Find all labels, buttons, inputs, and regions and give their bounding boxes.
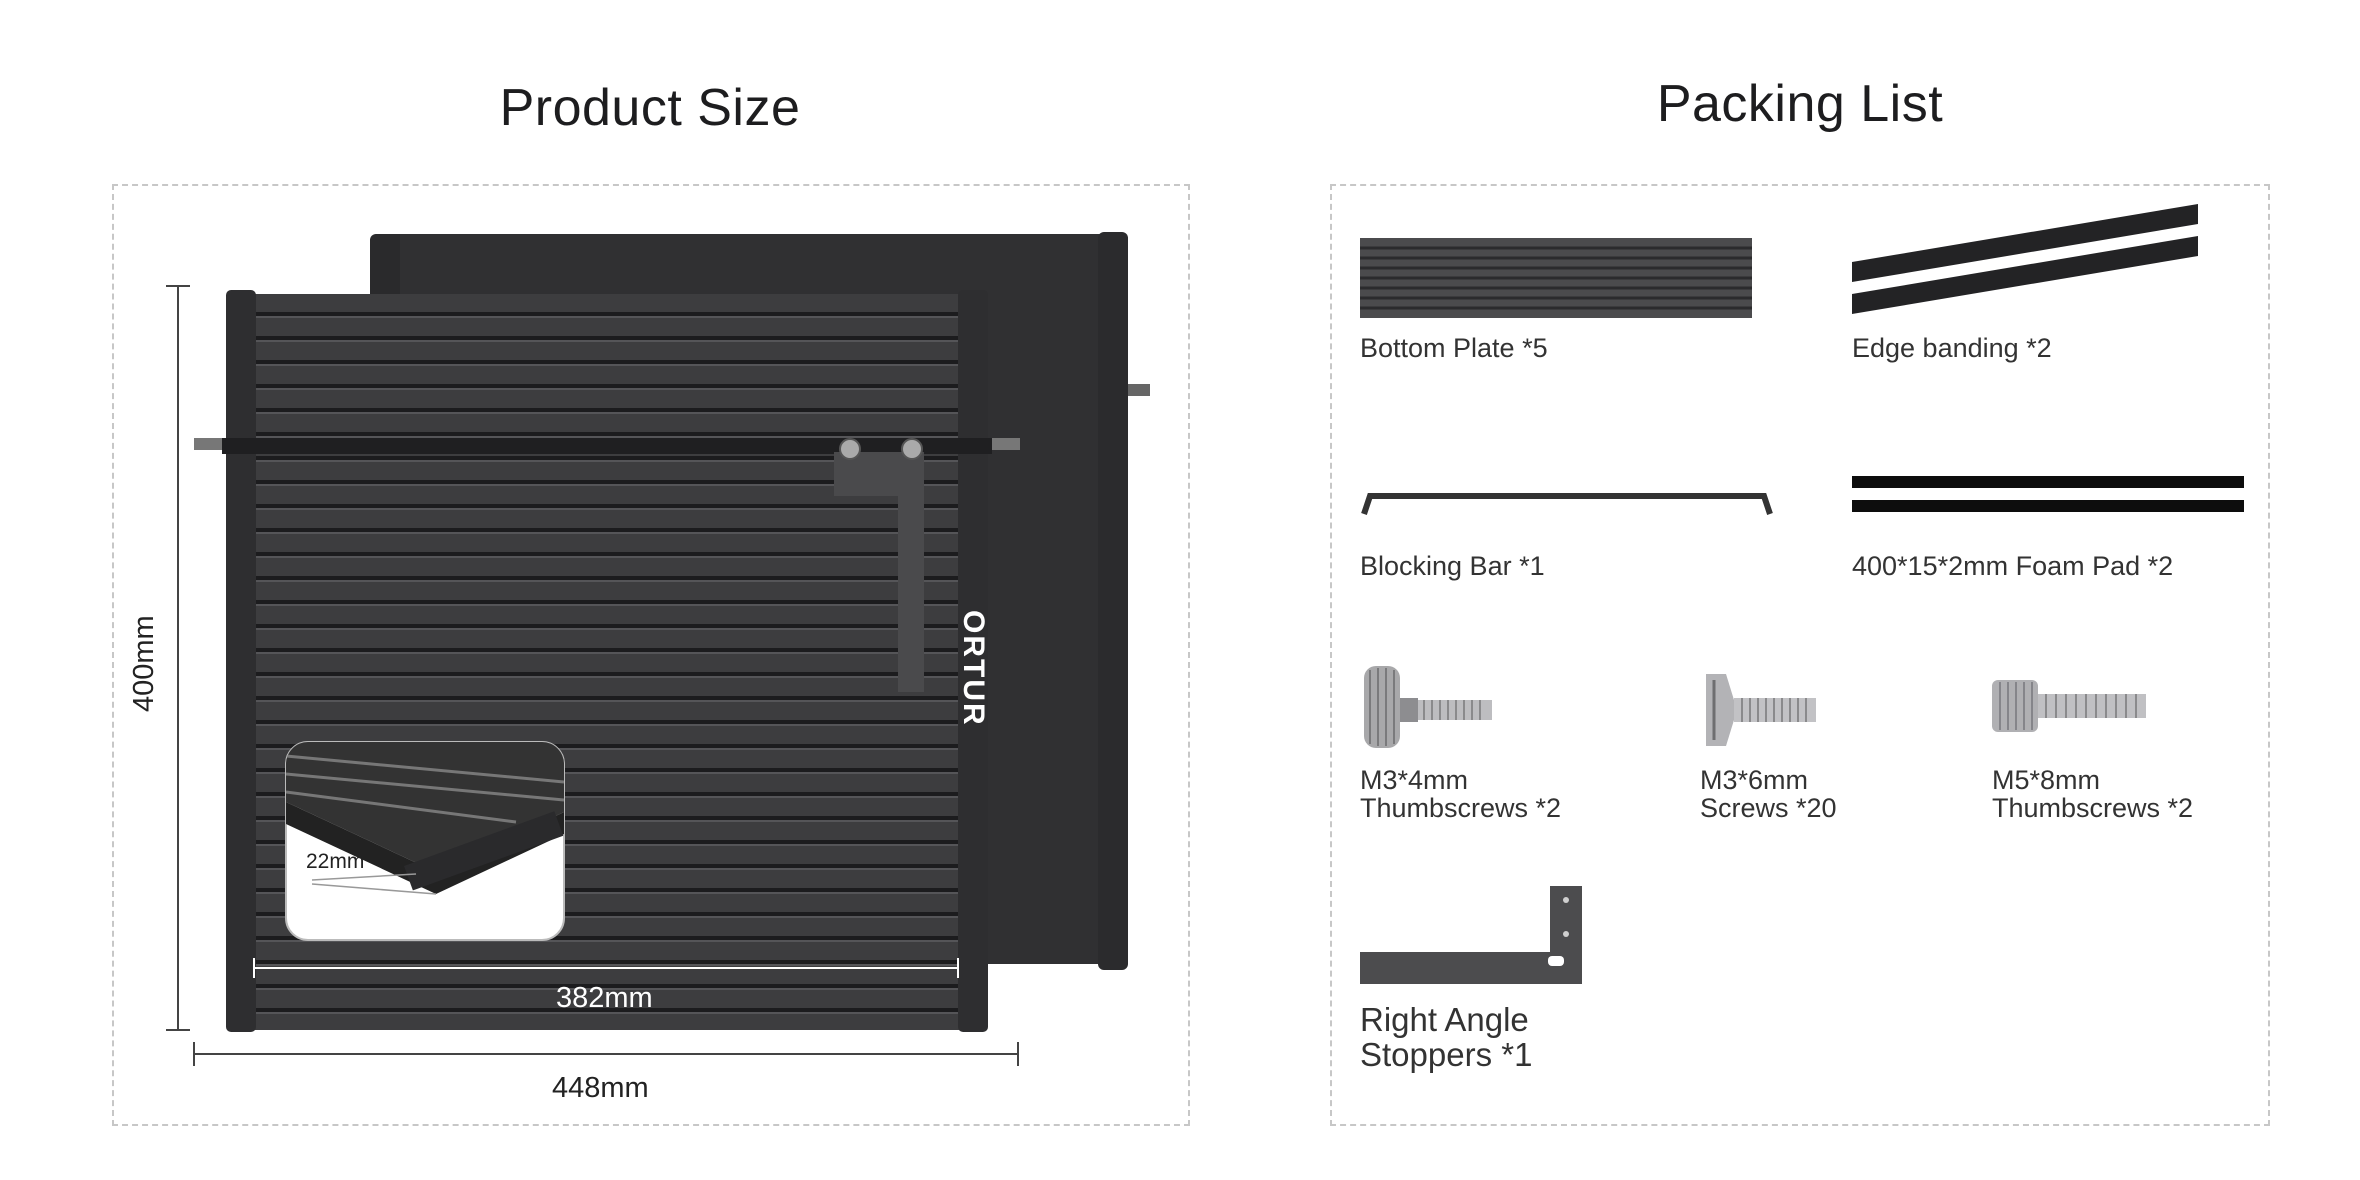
outer-width-dimension-line [193, 1042, 1019, 1066]
right-angle-stopper-image [1360, 886, 1582, 984]
right-angle-stopper-label: Right Angle Stoppers *1 [1360, 1002, 1532, 1072]
product-size-title: Product Size [499, 79, 801, 137]
edge-banding-label: Edge banding *2 [1852, 333, 2052, 363]
thickness-detail-inset [285, 741, 565, 941]
foam-pad-image [1852, 476, 2244, 512]
m3-4mm-thumbscrew-qty: Thumbscrews *2 [1360, 793, 1562, 823]
m3-4mm-thumbscrew-size: M3*4mm [1360, 765, 1469, 795]
m3-6mm-screw-label: M3*6mm Screws *20 [1700, 766, 1837, 822]
m5-8mm-thumbscrew-size: M5*8mm [1992, 765, 2101, 795]
m3-6mm-screw-qty: Screws *20 [1700, 793, 1837, 823]
thickness-label: 22mm [306, 850, 365, 873]
blocking-bar-image [1361, 493, 1773, 515]
m3-6mm-screw-size: M3*6mm [1700, 765, 1809, 795]
m3-6mm-screw-image [1706, 674, 1816, 746]
right-angle-stopper-qty: Stoppers *1 [1360, 1036, 1533, 1073]
height-dimension-line [166, 285, 190, 1031]
m3-4mm-thumbscrew-label: M3*4mm Thumbscrews *2 [1360, 766, 1561, 822]
m5-8mm-thumbscrew-label: M5*8mm Thumbscrews *2 [1992, 766, 2193, 822]
edge-banding-image [1852, 204, 2198, 314]
blocking-bar-label: Blocking Bar *1 [1360, 551, 1545, 581]
packing-list-panel [1330, 184, 2270, 1126]
m5-8mm-thumbscrew-image [1992, 680, 2146, 732]
foam-pad-label: 400*15*2mm Foam Pad *2 [1852, 551, 2174, 581]
m5-8mm-thumbscrew-qty: Thumbscrews *2 [1992, 793, 2194, 823]
inner-width-label: 382mm [556, 982, 653, 1014]
bottom-plate-image [1360, 238, 1752, 318]
m3-4mm-thumbscrew-image [1364, 666, 1492, 748]
bottom-plate-label: Bottom Plate *5 [1360, 333, 1548, 363]
height-label: 400mm [128, 615, 160, 712]
packing-list-title: Packing List [1656, 75, 1944, 133]
right-angle-stopper-name: Right Angle [1360, 1001, 1529, 1038]
inner-width-dimension-line [253, 958, 959, 978]
product-size-panel [112, 184, 1190, 1126]
brand-label-right: ORTUR [957, 610, 990, 727]
outer-width-label: 448mm [552, 1072, 649, 1104]
